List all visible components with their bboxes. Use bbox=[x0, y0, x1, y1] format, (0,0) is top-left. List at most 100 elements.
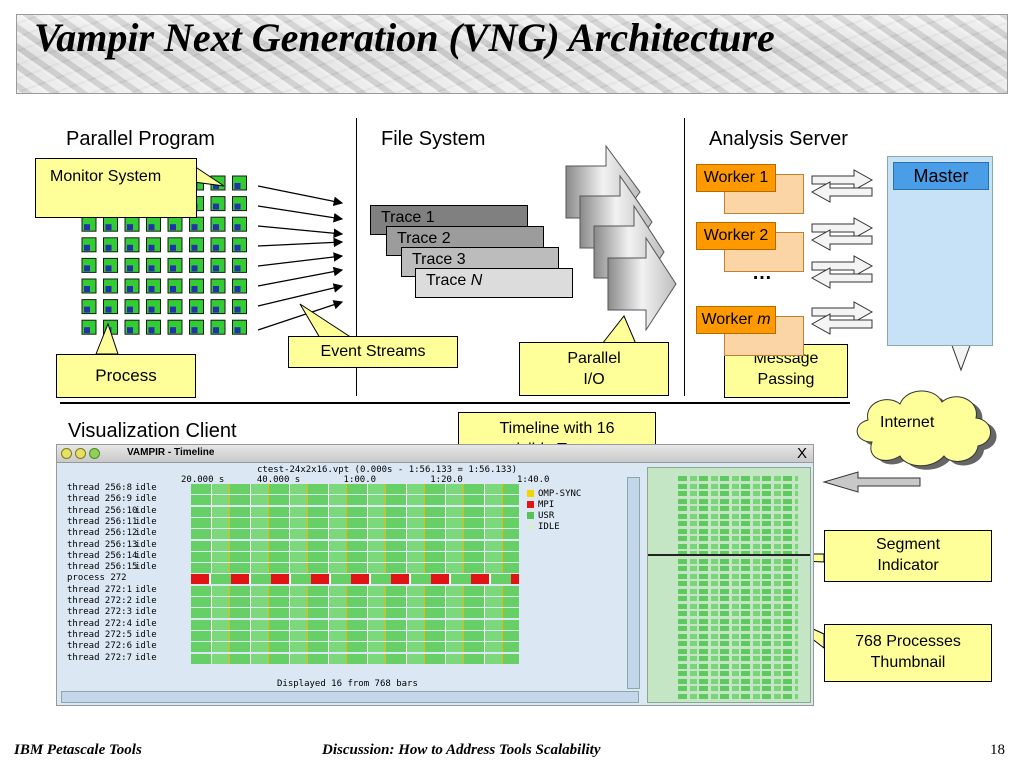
process-node bbox=[189, 319, 204, 335]
timeline-bar bbox=[191, 597, 519, 607]
segment-label-line1: Segment bbox=[875, 536, 941, 553]
timeline-bar bbox=[191, 551, 519, 562]
process-node bbox=[167, 216, 183, 232]
window-close-icon[interactable]: X bbox=[796, 445, 807, 462]
horizontal-scrollbar[interactable] bbox=[61, 691, 639, 703]
timeline-bar bbox=[191, 495, 519, 506]
legend-item: USR bbox=[527, 511, 554, 521]
process-node bbox=[232, 278, 247, 294]
internet-to-client-arrow bbox=[822, 471, 921, 493]
legend-label: OMP-SYNC bbox=[538, 489, 582, 499]
process-node bbox=[189, 299, 204, 315]
process-node bbox=[81, 299, 97, 315]
legend-label: IDLE bbox=[538, 522, 560, 532]
thumbnail-stripe bbox=[678, 521, 798, 526]
thumbnail-stripe bbox=[678, 551, 798, 556]
segment-label-line2: Indicator bbox=[877, 557, 939, 574]
worker-ellipsis: … bbox=[752, 262, 772, 284]
timeline-row-label: thread 272:3 bbox=[67, 607, 133, 618]
process-node bbox=[146, 216, 161, 232]
timeline-row-state: idle bbox=[135, 505, 157, 516]
section-label-visualization-client: Visualization Client bbox=[68, 420, 237, 442]
legend-label: MPI bbox=[538, 500, 555, 510]
thumbnail-stripe bbox=[678, 618, 798, 624]
thumbnail-stripe bbox=[678, 476, 798, 481]
process-node bbox=[232, 175, 247, 191]
timeline-row-state: idle bbox=[135, 629, 157, 640]
legend-swatch bbox=[527, 512, 534, 519]
window-zoom-dot-icon[interactable] bbox=[89, 448, 100, 459]
process-node bbox=[167, 278, 183, 294]
timeline-row-state: idle bbox=[135, 652, 157, 663]
thumbnail-stripe bbox=[678, 588, 798, 594]
timeline-row[interactable]: process 272 bbox=[63, 573, 533, 585]
trace-file-n: Trace N bbox=[415, 268, 573, 298]
process-node bbox=[124, 257, 140, 273]
message-passing-arrows bbox=[810, 169, 874, 335]
event-stream-arrows bbox=[257, 185, 344, 331]
thumbnail-stripe bbox=[678, 528, 798, 534]
process-node bbox=[189, 216, 204, 232]
process-node bbox=[232, 196, 247, 212]
process-node bbox=[146, 237, 161, 253]
timeline-row-label: thread 272:1 bbox=[67, 584, 133, 595]
vampir-timeline-window: VAMPIR - Timeline X ctest-24x2x16.vpt (0… bbox=[56, 444, 814, 706]
process-node bbox=[146, 319, 161, 335]
window-minimize-dot-icon[interactable] bbox=[75, 448, 86, 459]
process-node bbox=[81, 278, 97, 294]
trace-n-italic: N bbox=[470, 272, 483, 289]
vertical-scrollbar[interactable] bbox=[627, 477, 640, 689]
callout-pointer-event-streams bbox=[299, 303, 354, 339]
window-title: VAMPIR - Timeline bbox=[127, 447, 215, 458]
slide-title: Vampir Next Generation (VNG) Architectur… bbox=[34, 15, 775, 60]
trace-1-label: Trace 1 bbox=[381, 209, 435, 226]
timeline-row-state: idle bbox=[135, 494, 157, 505]
process-node bbox=[189, 237, 204, 253]
thumbnail-stripe bbox=[678, 558, 798, 564]
double-arrow bbox=[810, 217, 874, 251]
process-node bbox=[103, 216, 118, 232]
process-node bbox=[103, 299, 118, 315]
thumbnail-stripe bbox=[678, 641, 798, 646]
process-thumbnail-pane[interactable] bbox=[647, 467, 811, 703]
thumbnail-stripe bbox=[678, 596, 798, 601]
timeline-row-state: idle bbox=[135, 483, 157, 493]
process-node bbox=[81, 216, 97, 232]
timeline-row-label: thread 256:11 bbox=[67, 516, 138, 527]
timeline-row-label: thread 272:2 bbox=[67, 596, 133, 606]
timeline-row-label: thread 272:4 bbox=[67, 618, 133, 629]
worker-m-italic: m bbox=[757, 311, 771, 328]
thumbnail-stripe bbox=[678, 536, 798, 541]
parallel-io-arrow bbox=[607, 236, 677, 332]
thumbnail-stripe bbox=[678, 663, 798, 669]
timeline-bar bbox=[191, 585, 519, 596]
section-label-parallel-program: Parallel Program bbox=[66, 128, 215, 150]
event-stream-arrow bbox=[257, 185, 344, 207]
process-node bbox=[103, 237, 118, 253]
page-number: 18 bbox=[990, 742, 1005, 758]
window-close-dot-icon[interactable] bbox=[61, 448, 72, 459]
segment-indicator[interactable] bbox=[648, 554, 810, 556]
legend-swatch bbox=[527, 490, 534, 497]
process-node bbox=[103, 257, 118, 273]
legend-swatch bbox=[527, 501, 534, 508]
timeline-row-state: idle bbox=[135, 516, 157, 527]
thumbnail-stripe bbox=[678, 678, 798, 684]
thumbnail-stripe bbox=[678, 648, 798, 654]
